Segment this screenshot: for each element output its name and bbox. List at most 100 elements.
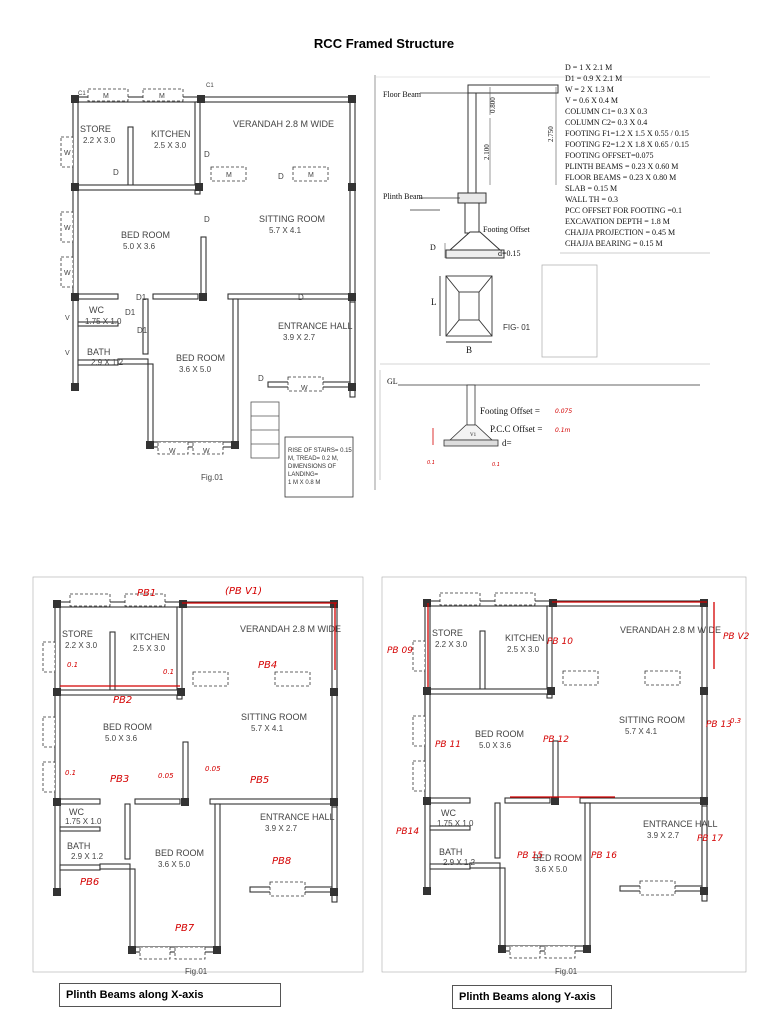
window-mark: W xyxy=(64,225,71,232)
dimension-label: L xyxy=(431,297,437,307)
room-dimension: 2.9 X 1.2 xyxy=(91,358,124,367)
floor-plan-main: C1 C1 STORE 2.2 X 3.0 KITCHEN 2.5 X 3.0 … xyxy=(60,83,364,498)
room-label: BED ROOM xyxy=(475,729,524,739)
offset-note: 0.3 xyxy=(730,717,741,725)
room-label: BED ROOM xyxy=(155,848,204,858)
figure-label: FIG- 01 xyxy=(503,323,531,332)
column-label: V1 xyxy=(470,433,477,438)
spec-line: PLINTH BEAMS = 0.23 X 0.60 M xyxy=(565,162,678,171)
plinth-beam-tag: PB 09 xyxy=(387,646,413,656)
room-dimension: 2.5 X 3.0 xyxy=(133,644,166,653)
spec-list: D = 1 X 2.1 M D1 = 0.9 X 2.1 M W = 2 X 1… xyxy=(565,63,689,248)
room-label: SITTING ROOM xyxy=(619,715,685,725)
plinth-beam-tag: PB V2 xyxy=(723,632,750,642)
plinth-beam-tag: PB 17 xyxy=(697,834,723,844)
door-mark: D1 xyxy=(125,308,136,317)
figure-label: Fig.01 xyxy=(201,473,224,482)
caption-plinth-x: Plinth Beams along X-axis xyxy=(59,983,281,1007)
spec-line: D = 1 X 2.1 M xyxy=(565,63,612,72)
spec-line: FLOOR BEAMS = 0.23 X 0.80 M xyxy=(565,173,676,182)
plinth-beam-tag: PB8 xyxy=(272,856,291,867)
figure-label: Fig.01 xyxy=(555,967,578,976)
plinth-beam-tag: PB4 xyxy=(258,660,277,671)
note-line: LANDING= xyxy=(288,472,319,478)
spec-line: D1 = 0.9 X 2.1 M xyxy=(565,74,622,83)
figure-label: Fig.01 xyxy=(185,967,208,976)
offset-note: 0.1 xyxy=(163,668,174,676)
dimension-label: 2.100 xyxy=(483,144,491,160)
room-dimension: 3.9 X 2.7 xyxy=(283,333,316,342)
spec-line: COLUMN C2= 0.3 X 0.4 xyxy=(565,118,647,127)
spec-line: FOOTING OFFSET=0.075 xyxy=(565,151,654,160)
dimension-label: B xyxy=(466,345,472,355)
room-dimension: 3.9 X 2.7 xyxy=(265,824,298,833)
room-label: BED ROOM xyxy=(103,722,152,732)
room-label: STORE xyxy=(62,629,93,639)
spec-line: CHAJJA PROJECTION = 0.45 M xyxy=(565,228,675,237)
spec-line: PCC OFFSET FOR FOOTING =0.1 xyxy=(565,206,682,215)
room-label: KITCHEN xyxy=(151,129,191,139)
room-label: BED ROOM xyxy=(121,230,170,240)
plinth-beam-tag: PB3 xyxy=(110,774,129,785)
footing-offset-label: Footing Offset xyxy=(483,225,531,234)
room-label: WC xyxy=(89,305,104,315)
plinth-beam-label: Plinth Beam xyxy=(383,192,424,201)
excavation-detail: GL V1 Footing Offset = 0.075 P.C.C Offse… xyxy=(379,370,700,480)
pcc-offset-label: P.C.C Offset = xyxy=(490,424,542,434)
spec-line: WALL TH = 0.3 xyxy=(565,195,618,204)
vent-mark: V xyxy=(65,350,70,357)
note-line: M, TREAD= 0.2 M, xyxy=(288,456,339,462)
offset-note: 0.05 xyxy=(205,765,221,773)
section-detail: Floor Beam Plinth Beam 0.800 2.100 2.750… xyxy=(374,63,710,490)
dimension-label: d= xyxy=(502,438,512,448)
vent-mark: V xyxy=(65,315,70,322)
room-dimension: 1.75 X 1.0 xyxy=(437,819,474,828)
plinth-plan-y: STORE 2.2 X 3.0 KITCHEN 2.5 X 3.0 VERAND… xyxy=(381,576,750,976)
room-label: ENTRANCE HALL xyxy=(278,321,353,331)
door-mark: D1 xyxy=(137,326,148,335)
room-dimension: 2.5 X 3.0 xyxy=(154,141,187,150)
room-label: WC xyxy=(69,807,84,817)
stairs-note: RISE OF STAIRS= 0.15 M, TREAD= 0.2 M, DI… xyxy=(284,436,354,498)
window-mark: W xyxy=(64,270,71,277)
room-label: SITTING ROOM xyxy=(241,712,307,722)
plinth-beam-tag: PB6 xyxy=(80,877,99,888)
room-dimension: 2.2 X 3.0 xyxy=(83,136,116,145)
room-dimension: 2.5 X 3.0 xyxy=(507,645,540,654)
room-dimension: 5.0 X 3.6 xyxy=(123,242,156,251)
room-dimension: 5.7 X 4.1 xyxy=(625,727,658,736)
spec-line: COLUMN C1= 0.3 X 0.3 xyxy=(565,107,647,116)
door-mark: D xyxy=(258,374,264,383)
dimension-label: D xyxy=(430,243,436,252)
room-label: ENTRANCE HALL xyxy=(260,812,335,822)
room-dimension: 5.7 X 4.1 xyxy=(269,226,302,235)
door-mark: D1 xyxy=(136,293,147,302)
caption-plinth-y: Plinth Beams along Y-axis xyxy=(452,985,612,1009)
room-label: VERANDAH 2.8 M WIDE xyxy=(240,624,341,634)
offset-note: 0.1 xyxy=(67,661,78,669)
spec-line: FOOTING F2=1.2 X 1.8 X 0.65 / 0.15 xyxy=(565,140,689,149)
window-mark: M xyxy=(103,93,109,100)
plinth-beam-tag: PB 16 xyxy=(591,851,617,861)
floor-beam-label: Floor Beam xyxy=(383,90,422,99)
room-label: VERANDAH 2.8 M WIDE xyxy=(233,119,334,129)
note-line: RISE OF STAIRS= 0.15 xyxy=(288,448,352,454)
plinth-beam-tag: PB 11 xyxy=(435,740,461,750)
window-mark: W xyxy=(203,448,210,455)
handwritten-note: 0.1 xyxy=(427,460,435,466)
door-mark: D xyxy=(113,168,119,177)
dimension-label: 2.750 xyxy=(547,126,555,142)
plinth-beam-tag: PB 12 xyxy=(543,735,569,745)
svg-text:C1: C1 xyxy=(78,91,86,97)
room-label: STORE xyxy=(80,124,111,134)
handwritten-note: 0.075 xyxy=(555,408,572,415)
room-label: BATH xyxy=(87,347,110,357)
room-label: SITTING ROOM xyxy=(259,214,325,224)
room-label: BATH xyxy=(439,847,462,857)
window-mark: W xyxy=(301,385,308,392)
room-dimension: 2.9 X 1.2 xyxy=(443,858,476,867)
room-dimension: 5.7 X 4.1 xyxy=(251,724,284,733)
room-label: BATH xyxy=(67,841,90,851)
room-dimension: 5.0 X 3.6 xyxy=(105,734,138,743)
